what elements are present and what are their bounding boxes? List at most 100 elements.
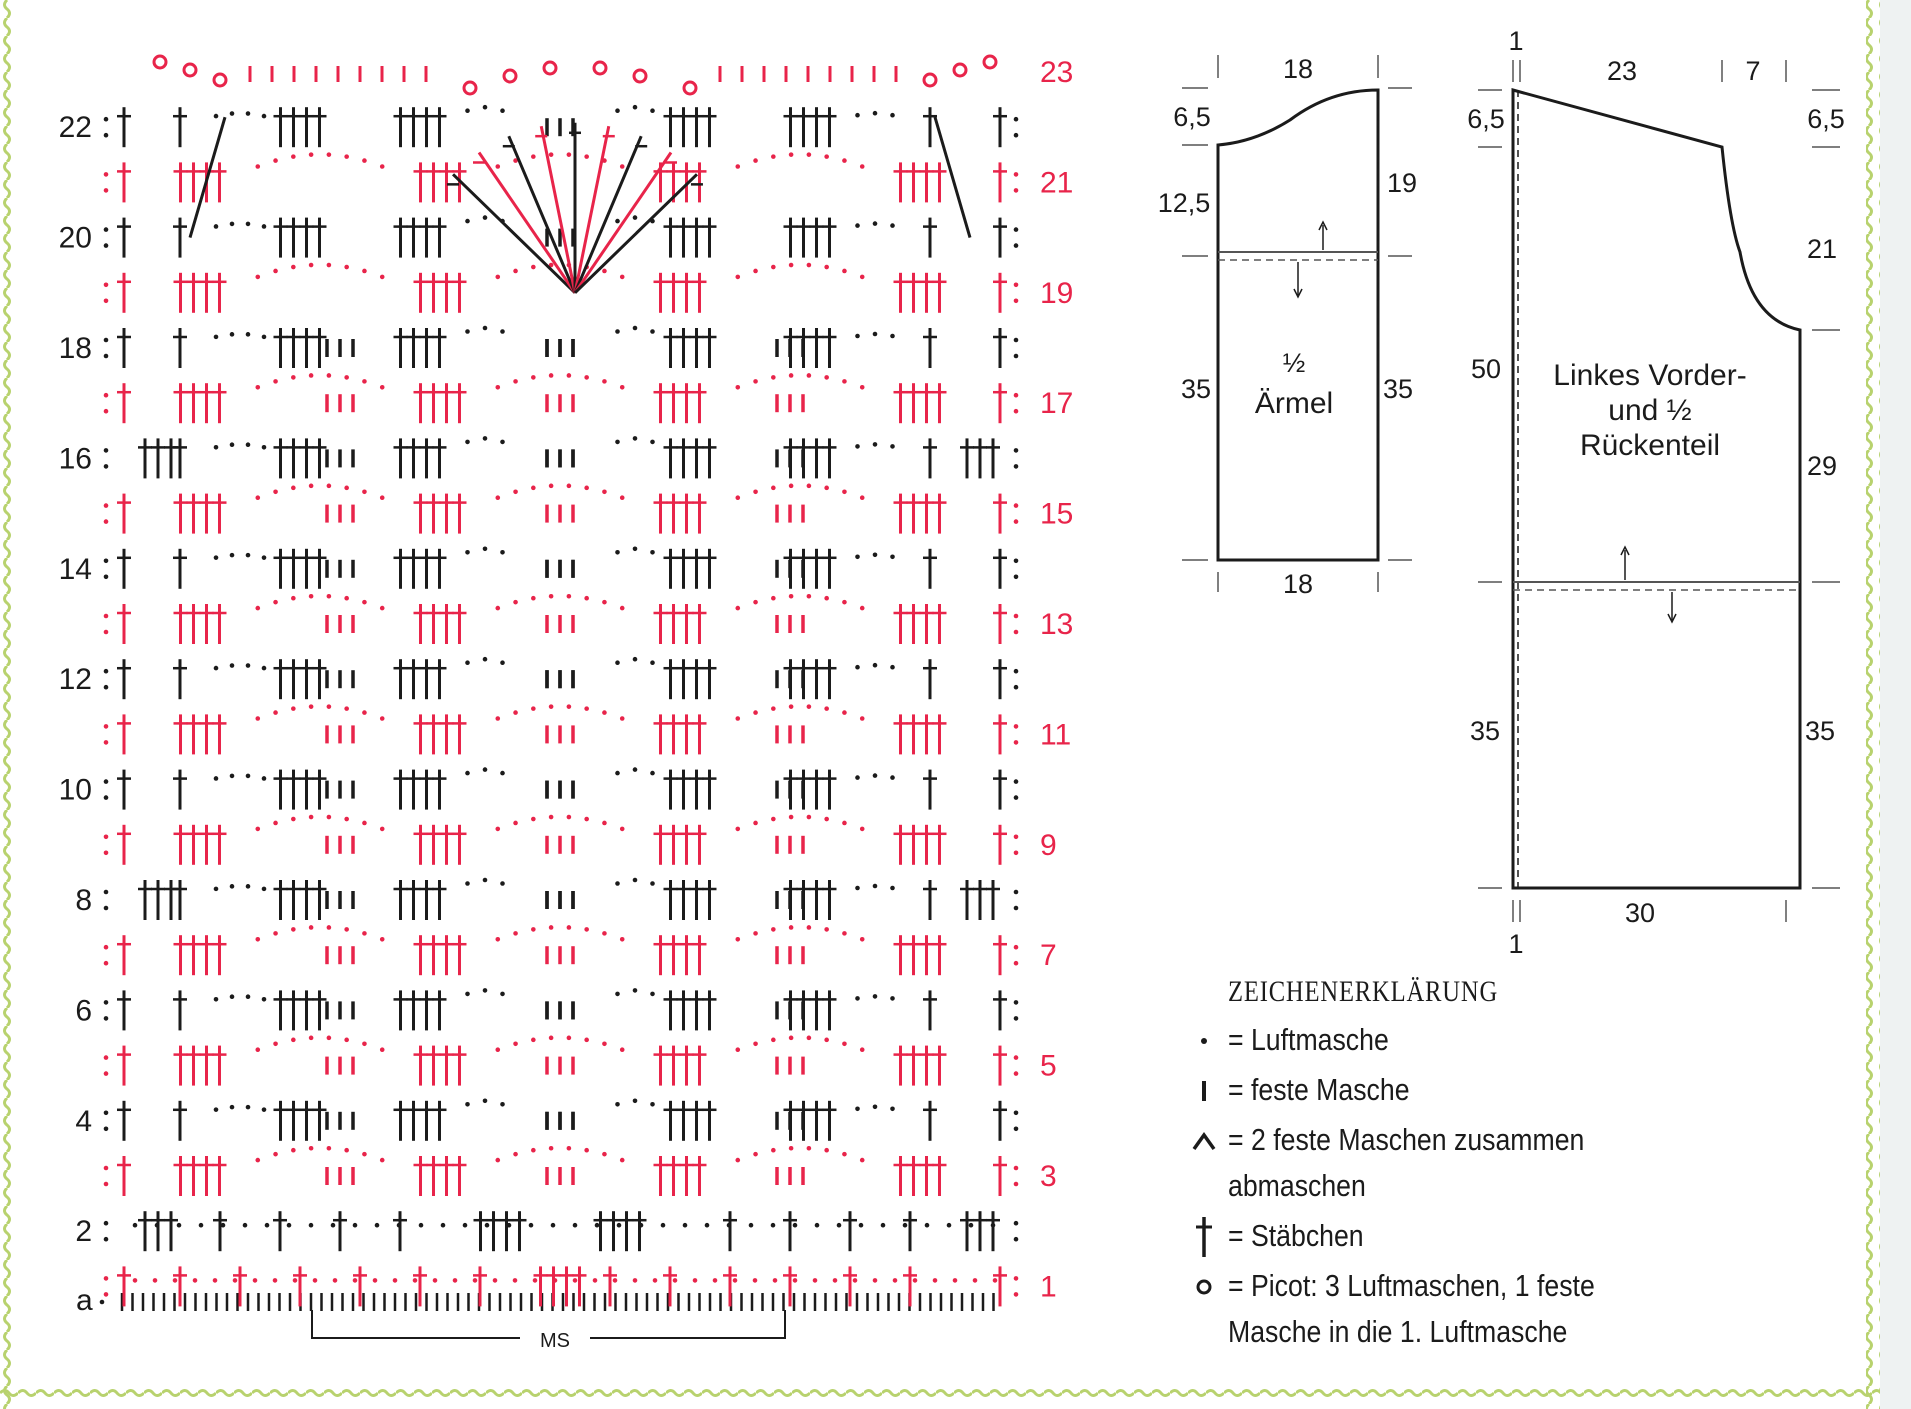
- double-crochet-stitch: [676, 217, 691, 258]
- chain-stitch: [103, 944, 109, 950]
- double-crochet-stitch: [689, 438, 704, 479]
- double-crochet-stitch: [986, 880, 1000, 920]
- double-crochet-stitch: [393, 769, 408, 810]
- chain-stitch: [652, 1278, 658, 1283]
- double-crochet-stitch: [692, 935, 707, 976]
- chain-stitch: [619, 716, 625, 721]
- chain-stitch: [735, 1157, 741, 1163]
- row-label-20: 20: [59, 222, 92, 255]
- chain-stitch: [465, 770, 470, 776]
- chain-stitch: [362, 1041, 367, 1047]
- double-crochet-stitch: [906, 1045, 921, 1086]
- double-crochet-stitch: [439, 383, 454, 424]
- double-crochet-stitch: [173, 935, 188, 976]
- chain-stitch: [615, 1102, 620, 1107]
- double-crochet-stitch: [702, 438, 717, 479]
- chain-stitch: [650, 1102, 655, 1107]
- chain-stitch: [352, 1278, 358, 1283]
- double-crochet-stitch: [689, 328, 704, 368]
- double-crochet-stitch: [653, 824, 668, 865]
- double-crochet-stitch: [919, 162, 934, 203]
- double-crochet-stitch: [893, 162, 908, 203]
- double-crochet-stitch: [151, 438, 165, 479]
- chain-stitch: [308, 483, 314, 489]
- chain-stitch: [273, 379, 278, 384]
- double-crochet-stitch: [906, 714, 921, 755]
- double-crochet-stitch: [663, 217, 678, 258]
- row-label-12: 12: [59, 663, 92, 696]
- chain-stitch: [465, 439, 470, 445]
- chain-stitch: [495, 274, 501, 280]
- chain-stitch: [548, 704, 554, 709]
- double-crochet-stitch: [212, 604, 227, 644]
- chain-stitch: [859, 605, 865, 611]
- double-crochet-stitch: [986, 438, 1000, 479]
- chain-stitch: [771, 927, 776, 932]
- double-crochet-stitch: [117, 769, 131, 810]
- chain-stitch: [566, 373, 572, 378]
- double-crochet-stitch: [199, 714, 214, 755]
- double-crochet-stitch: [923, 1100, 937, 1141]
- double-crochet-stitch: [286, 548, 301, 589]
- double-crochet-stitch: [212, 714, 227, 755]
- double-crochet-stitch: [932, 493, 947, 534]
- double-crochet-stitch: [932, 714, 947, 755]
- chain-stitch: [213, 224, 219, 229]
- double-crochet-stitch: [212, 824, 227, 865]
- double-crochet-stitch: [653, 1156, 668, 1196]
- double-crochet-stitch: [138, 438, 152, 479]
- chain-stitch: [548, 373, 554, 378]
- legend-text: = Stäbchen: [1228, 1218, 1364, 1253]
- row-label-7: 7: [1040, 939, 1057, 972]
- sleeve-outline: [1216, 88, 1380, 562]
- chain-stitch: [286, 1222, 292, 1228]
- double-crochet-stitch: [406, 548, 421, 589]
- chain-stitch: [1013, 1276, 1019, 1281]
- chain-stitch: [484, 1222, 490, 1228]
- double-crochet-stitch: [186, 272, 201, 313]
- row-label-3: 3: [1040, 1160, 1057, 1193]
- chain-stitch: [291, 816, 296, 822]
- double-crochet-stitch: [432, 659, 447, 700]
- chain-stitch: [615, 660, 620, 665]
- double-crochet-stitch: [117, 1045, 131, 1086]
- chain-stitch: [103, 298, 109, 304]
- double-crochet-stitch: [906, 604, 921, 644]
- chain-stitch: [872, 1278, 878, 1283]
- double-crochet-stitch: [173, 383, 188, 424]
- chain-stitch: [245, 442, 251, 448]
- body-armhole: 21: [1807, 234, 1837, 264]
- chain-stitch: [245, 773, 251, 779]
- double-crochet-stitch: [299, 548, 314, 589]
- double-crochet-stitch: [419, 659, 434, 700]
- double-crochet-stitch: [822, 548, 837, 589]
- chain-stitch: [859, 716, 865, 721]
- chain-stitch: [245, 552, 251, 558]
- chain-stitch: [229, 442, 235, 448]
- picot-stitch: [952, 62, 968, 78]
- double-crochet-stitch: [663, 769, 678, 810]
- chain-stitch: [273, 489, 278, 495]
- row-label-19: 19: [1040, 277, 1073, 310]
- double-crochet-stitch: [406, 1100, 421, 1141]
- double-crochet-stitch: [993, 714, 1007, 755]
- double-crochet-stitch: [809, 659, 824, 700]
- chain-stitch: [326, 373, 332, 378]
- chain-stitch: [103, 1292, 109, 1297]
- chain-stitch: [619, 1047, 625, 1052]
- chain-stitch: [344, 706, 349, 711]
- double-crochet-stitch: [679, 714, 694, 755]
- double-crochet-stitch: [273, 769, 288, 810]
- double-crochet-stitch: [312, 217, 327, 258]
- chain-stitch: [465, 550, 470, 555]
- chain-stitch: [172, 1278, 178, 1283]
- double-crochet-stitch: [432, 990, 447, 1031]
- double-crochet-stitch: [173, 1156, 188, 1196]
- chain-stitch: [692, 1278, 698, 1283]
- chain-stitch: [753, 931, 758, 936]
- row-label-1: 1: [1040, 1270, 1057, 1303]
- double-crochet-stitch: [919, 935, 934, 976]
- double-crochet-stitch: [923, 217, 937, 258]
- chain-stitch: [824, 375, 829, 380]
- chain-stitch: [890, 1106, 895, 1112]
